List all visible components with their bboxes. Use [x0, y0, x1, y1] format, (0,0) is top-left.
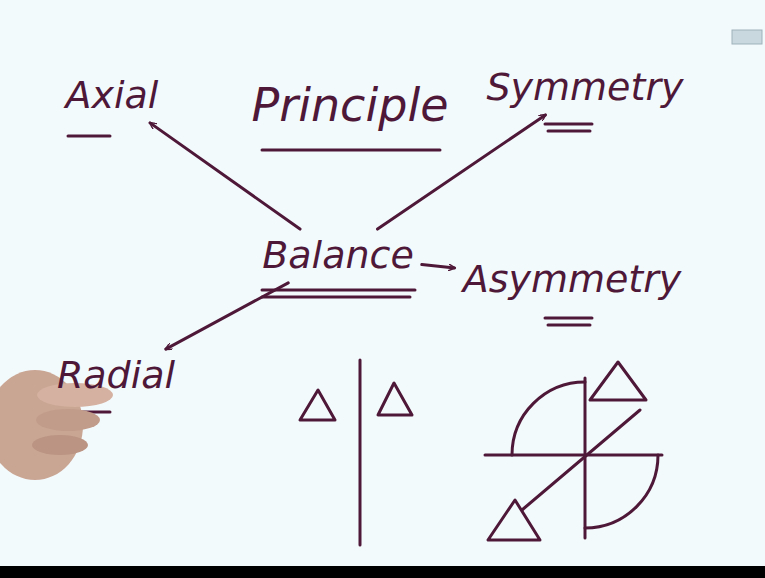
double-underline — [545, 317, 592, 320]
concept-word: Axial — [62, 73, 163, 119]
concept-label: Axial — [62, 73, 163, 119]
radial-symmetry-sketch — [485, 362, 662, 540]
logo-mark — [732, 30, 762, 44]
concept-label: Balance — [258, 233, 418, 279]
finger — [36, 409, 100, 431]
double-underline — [545, 123, 592, 126]
concept-label: Asymmetry — [459, 257, 686, 303]
axis-line — [359, 360, 362, 545]
axis-line — [522, 410, 640, 510]
underline — [68, 135, 110, 138]
concept-word: Asymmetry — [459, 257, 686, 303]
triangle — [300, 390, 335, 420]
title-underline — [262, 149, 440, 152]
concept-label: Symmetry — [482, 65, 687, 111]
double-underline — [548, 324, 590, 327]
title-block: Principle — [248, 78, 453, 133]
arrow-connector — [378, 115, 546, 229]
triangle — [378, 383, 412, 415]
arrow-connector — [422, 265, 455, 268]
axial-symmetry-sketch — [300, 360, 412, 545]
double-underline — [262, 289, 415, 292]
arrow-connector — [166, 283, 288, 349]
arc — [512, 382, 585, 455]
finger — [32, 435, 88, 455]
concept-word: Radial — [53, 353, 179, 399]
double-underline — [262, 296, 410, 299]
arc — [585, 455, 658, 528]
title-text: Principle — [248, 78, 453, 133]
bottom-bar — [0, 566, 765, 578]
concept-word: Balance — [258, 233, 418, 279]
double-underline — [548, 130, 590, 133]
triangle — [488, 500, 540, 540]
concept-word: Symmetry — [482, 65, 687, 111]
triangle — [590, 362, 646, 400]
arrow-connector — [150, 123, 300, 229]
concept-label: Radial — [53, 353, 179, 399]
